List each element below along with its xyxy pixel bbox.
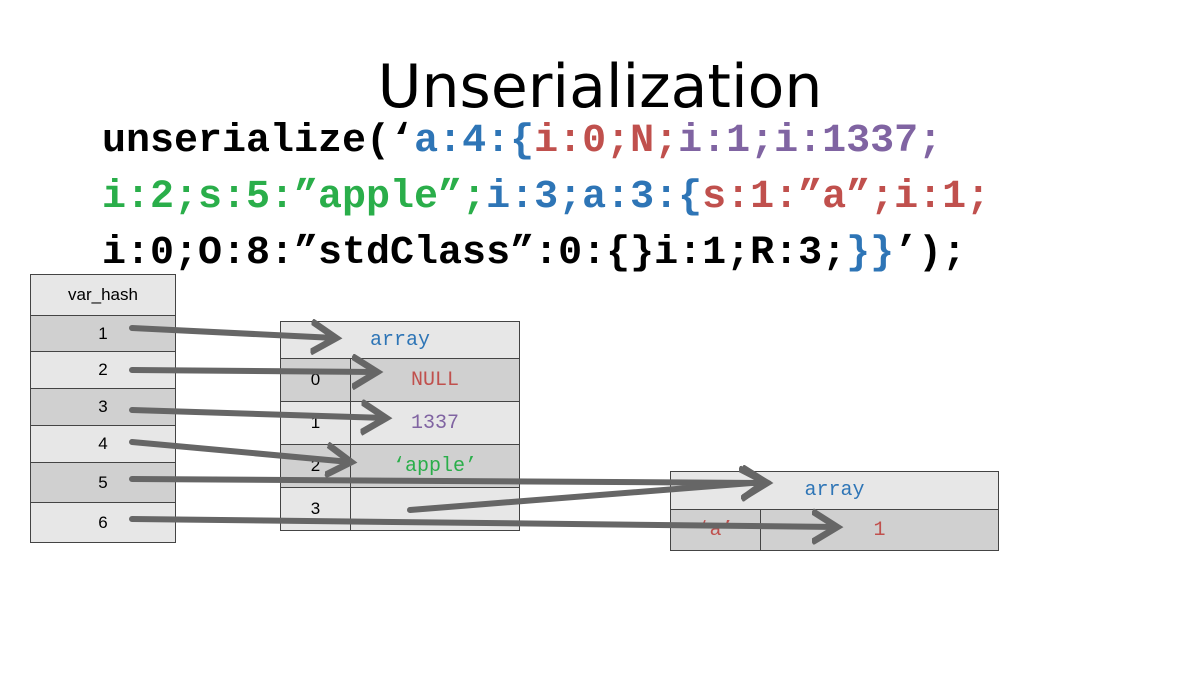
code-segment: i:0;N;: [534, 119, 679, 164]
code-segment: i:1;: [894, 175, 991, 220]
code-segment: }}: [846, 231, 895, 276]
var-hash-header: var_hash: [30, 274, 176, 316]
code-segment: unserialize(‘: [102, 119, 415, 164]
code-segment: ’);: [894, 231, 967, 276]
arrow-4-to-apple: [129, 439, 350, 462]
var-hash-row: 5: [30, 462, 176, 503]
inner-array-value: 1: [760, 509, 999, 551]
inner-array-label: array: [670, 471, 999, 510]
code-segment: s:1:”a”;: [702, 175, 895, 220]
arrow-1-to-outer-array: [129, 328, 335, 338]
code-line-2: i:2;s:5:”apple”;i:3;a:3:{s:1:”a”;i:1;: [102, 174, 990, 222]
arrow-6-to-inner-value: [129, 519, 836, 527]
slide-title: Unserialization: [377, 52, 823, 122]
inner-array-key: ‘a’: [670, 509, 761, 551]
outer-array-key: 0: [280, 358, 351, 402]
code-segment: i:3;a:3:{: [486, 175, 703, 220]
arrow-5-to-inner-array: [129, 479, 766, 483]
var-hash-row: 6: [30, 502, 176, 543]
var-hash-row: 3: [30, 388, 176, 426]
arrow-slot3-to-inner-array: [407, 482, 764, 513]
code-segment: i:1;i:1337;: [678, 119, 943, 164]
arrow-2-to-null: [129, 370, 376, 372]
code-segment: a:4:{: [414, 119, 535, 164]
code-line-3: i:0;O:8:”stdClass”:0:{}i:1;R:3;}}’);: [102, 230, 966, 278]
code-line-1: unserialize(‘a:4:{i:0;N;i:1;i:1337;: [102, 118, 942, 166]
code-segment: i:2;s:5:”apple”;: [102, 175, 487, 220]
arrow-3-to-1337: [129, 410, 385, 418]
code-segment: i:0;O:8:”stdClass”:0:{}i:1;R:3;: [102, 231, 847, 276]
